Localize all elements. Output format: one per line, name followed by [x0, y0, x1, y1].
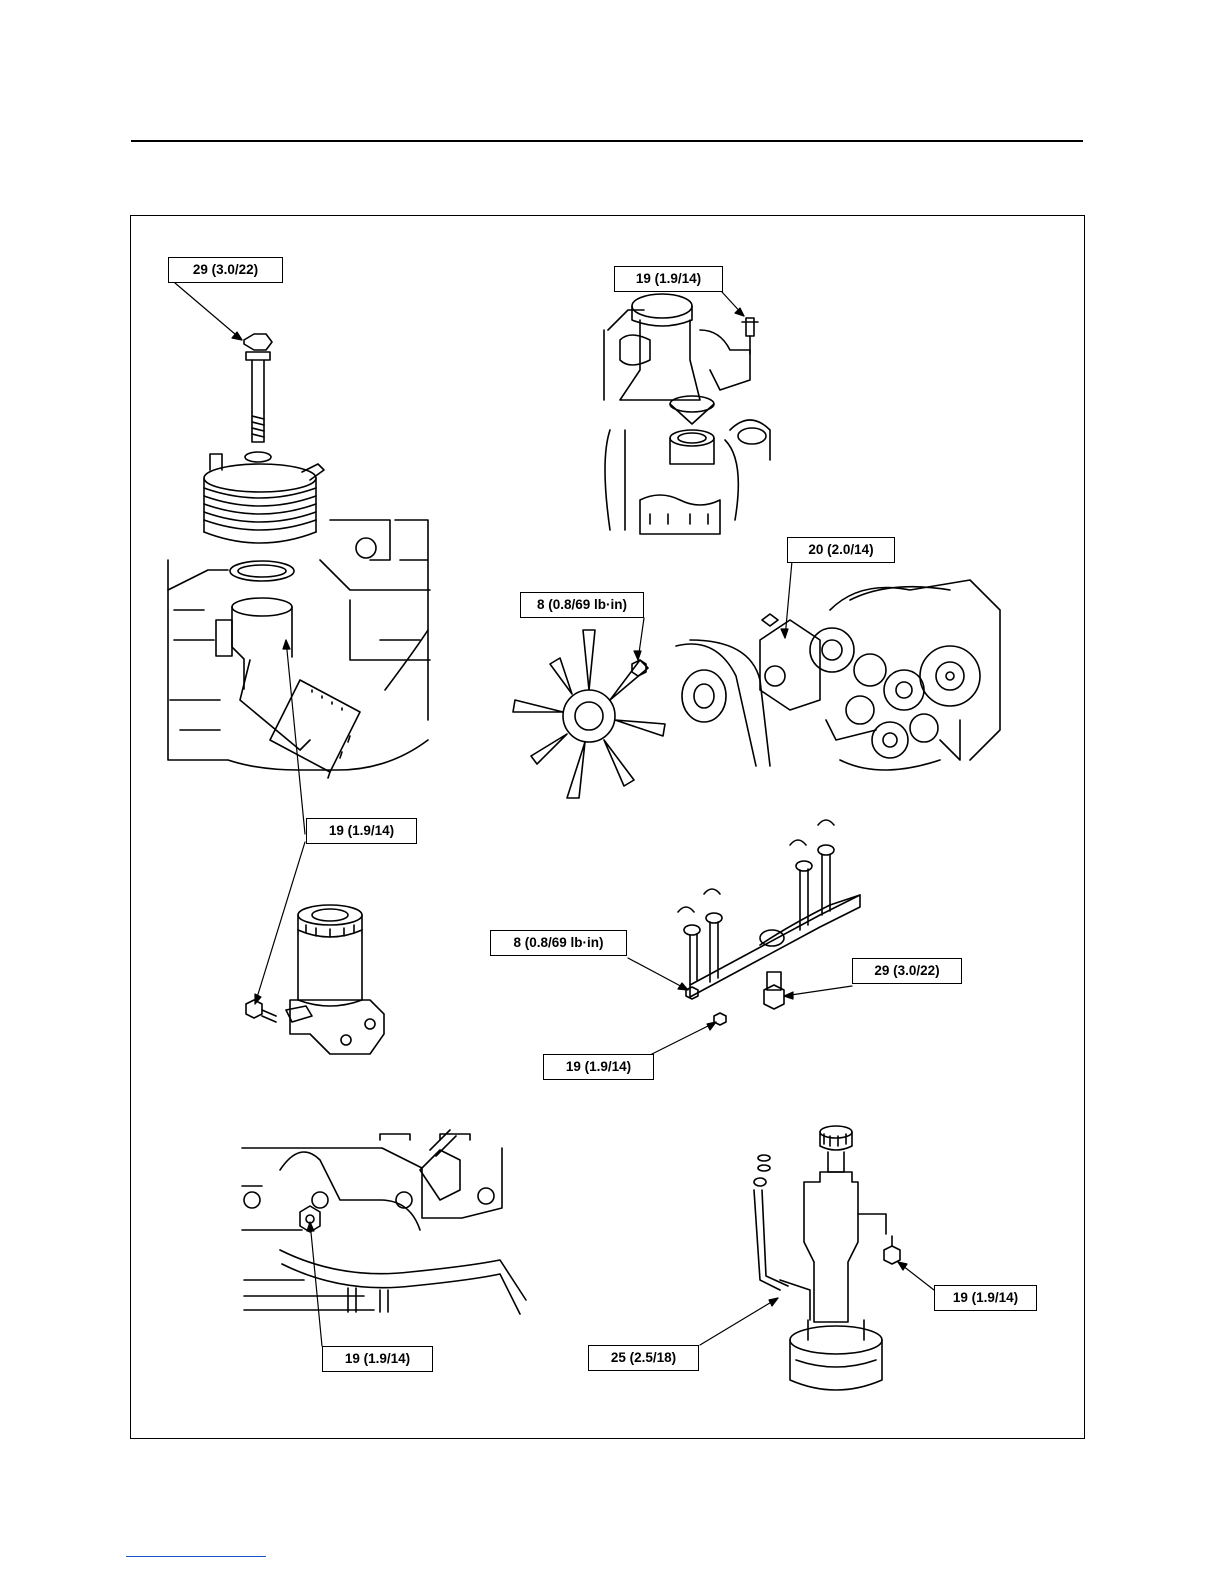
- torque-label-water-pump-bolt: 20 (2.0/14): [787, 537, 895, 563]
- torque-label-jet-pipe-bolt-small: 8 (0.8/69 lb·in): [490, 930, 627, 956]
- oil-pipe-illustration: [242, 1130, 526, 1314]
- torque-label-jet-pipe-check-valve: 29 (3.0/22): [852, 958, 962, 984]
- torque-label-fan-nut: 8 (0.8/69 lb·in): [520, 592, 644, 618]
- oil-cooler-illustration: [168, 334, 430, 778]
- torque-label-oil-cooler-bolt: 29 (3.0/22): [168, 257, 283, 283]
- thermostat-illustration: [604, 294, 770, 534]
- torque-label-oil-strainer-bolt: 25 (2.5/18): [588, 1345, 699, 1371]
- leader-lines: [175, 283, 934, 1346]
- oil-jet-pipe-illustration: [678, 820, 860, 1025]
- torque-label-oil-pipe-nut: 19 (1.9/14): [322, 1346, 433, 1372]
- footer-rule: [126, 1556, 266, 1557]
- torque-label-jet-pipe-bolt: 19 (1.9/14): [543, 1054, 654, 1080]
- torque-label-thermostat-housing-bolt: 19 (1.9/14): [614, 266, 723, 292]
- torque-label-oil-filter-bolt: 19 (1.9/14): [306, 818, 417, 844]
- oil-filter-illustration: [246, 905, 384, 1054]
- torque-label-oil-pump-bolt: 19 (1.9/14): [934, 1285, 1037, 1311]
- oil-pump-illustration: [754, 1126, 900, 1390]
